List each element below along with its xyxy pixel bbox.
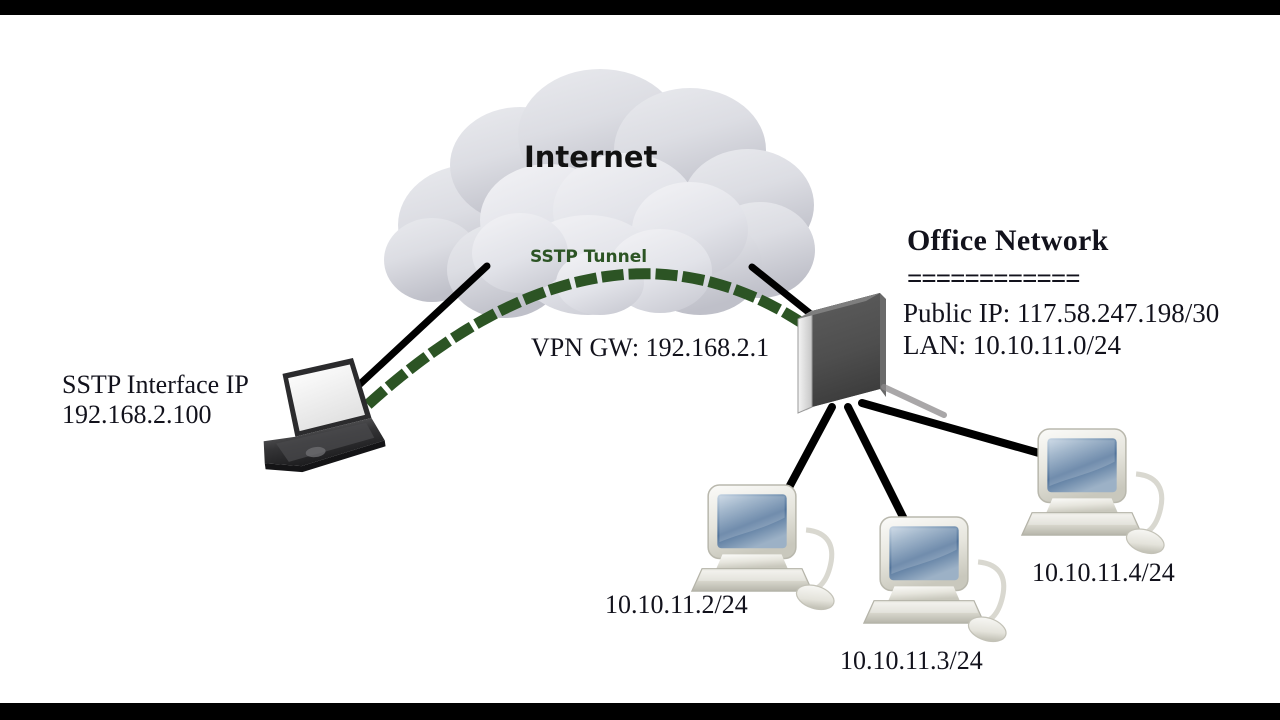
desktop-computer-icon [862, 516, 1007, 643]
sstp-tunnel-path [364, 268, 813, 409]
desktop-computer-icon [1020, 428, 1165, 555]
diagram-graphics [263, 69, 1165, 643]
vpn-gateway-label: VPN GW: 192.168.2.1 [531, 333, 770, 362]
cloud-label: Internet [524, 140, 658, 174]
link-internet-to-firewall [748, 263, 816, 319]
office-public-ip: Public IP: 117.58.247.198/30 [903, 298, 1220, 328]
firewall-appliance-icon [797, 293, 886, 414]
cloud-icon [384, 69, 815, 318]
link-laptop-to-internet [341, 262, 491, 402]
link-firewall-to-pc3 [858, 399, 1050, 459]
client-label-line1: SSTP Interface IP [62, 370, 249, 399]
tunnel-label: SSTP Tunnel [530, 247, 648, 267]
workstation-label-1: 10.10.11.2/24 [605, 590, 748, 619]
letterbox-bar-bottom [0, 703, 1280, 720]
office-lan: LAN: 10.10.11.0/24 [903, 330, 1121, 360]
letterbox-bar-top [0, 0, 1280, 15]
link-firewall-to-pc2 [844, 403, 910, 527]
appliance-cable-artifact [881, 384, 947, 418]
office-network-rule: ============ [907, 263, 1081, 293]
workstation-label-3: 10.10.11.4/24 [1032, 558, 1175, 587]
link-firewall-to-pc1 [782, 403, 836, 497]
workstation-label-2: 10.10.11.3/24 [840, 646, 983, 675]
office-network-title: Office Network [907, 224, 1109, 257]
laptop-icon [263, 357, 386, 473]
client-label-line2: 192.168.2.100 [62, 400, 212, 429]
desktop-computer-icon [690, 484, 835, 611]
diagram-canvas: Internet SSTP Tunnel SSTP Interface IP 1… [0, 15, 1280, 703]
